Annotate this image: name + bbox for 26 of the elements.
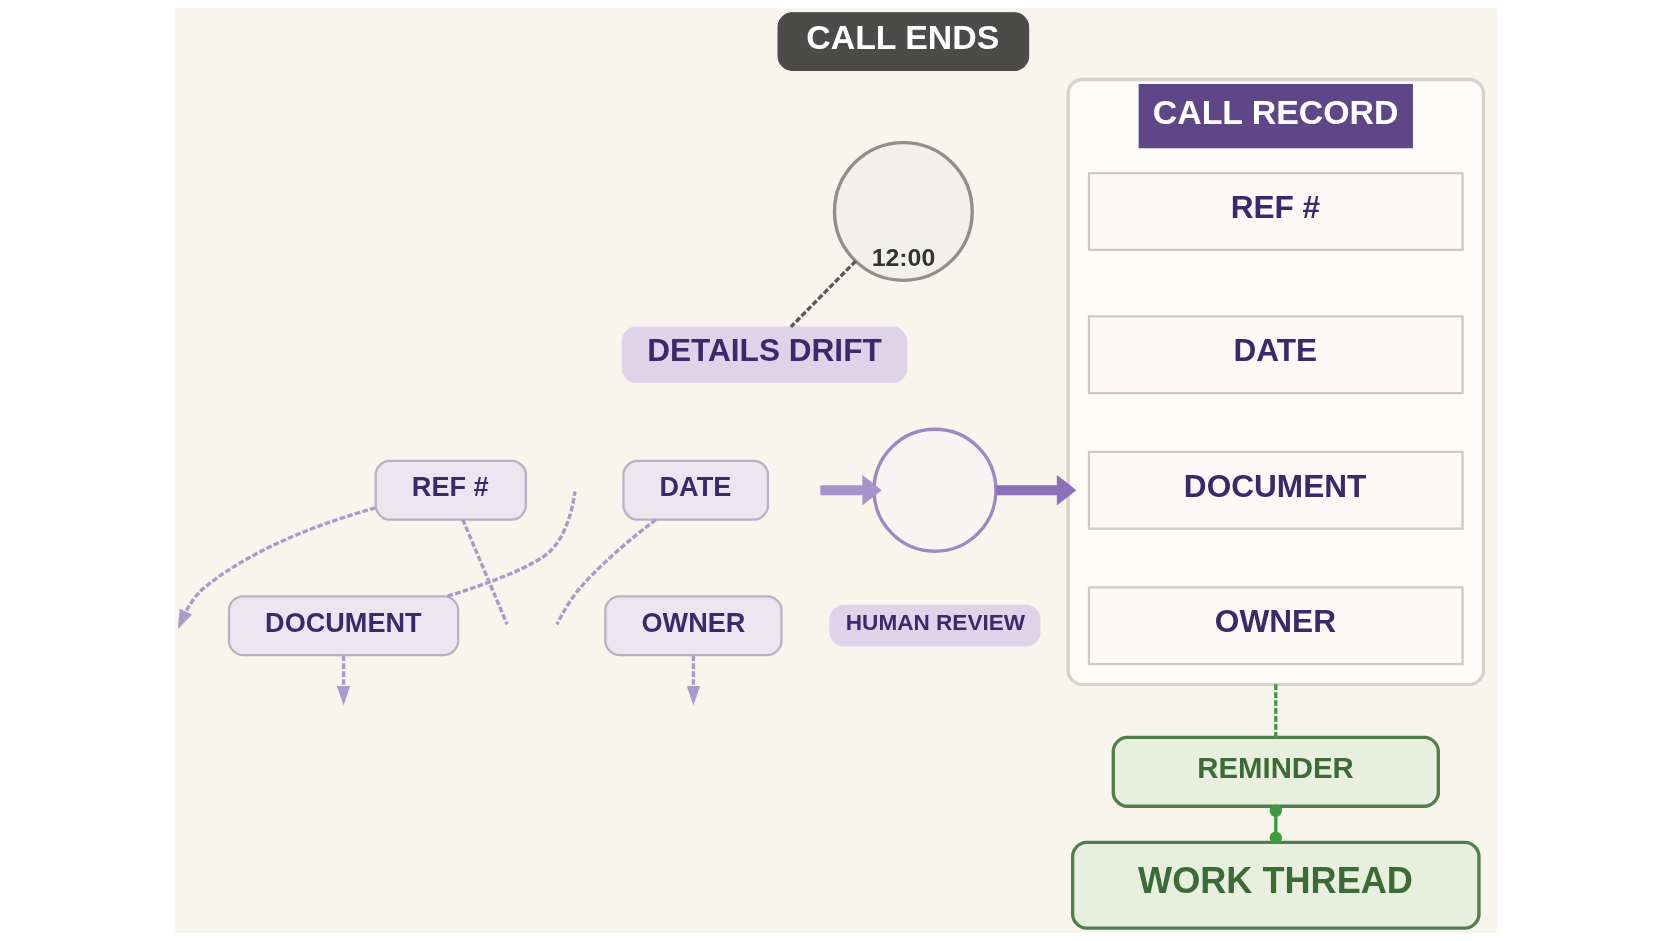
arrow <box>686 655 701 706</box>
node-box: DOCUMENT <box>227 595 460 657</box>
node-box: DATE <box>622 459 770 521</box>
arrow <box>336 655 351 706</box>
node-box: OWNER <box>1087 586 1464 666</box>
arrow <box>177 506 376 630</box>
node-box: REF # <box>1087 172 1464 251</box>
node-circle <box>872 427 998 553</box>
connector <box>1269 804 1282 844</box>
node-box: REMINDER <box>1111 735 1440 808</box>
node-box: DOCUMENT <box>1087 450 1464 530</box>
node-box: REF # <box>374 459 527 521</box>
connector <box>461 518 509 626</box>
node-box: DETAILS DRIFT <box>621 326 908 384</box>
node-box: DATE <box>1087 315 1464 395</box>
node-box: HUMAN REVIEW <box>829 604 1041 647</box>
connector <box>789 260 857 329</box>
connector <box>555 518 657 626</box>
connector <box>1274 684 1278 738</box>
node-circle: 12:00 <box>832 140 974 283</box>
node-box: WORK THREAD <box>1070 840 1481 930</box>
arrow <box>820 474 882 506</box>
node-box: OWNER <box>604 595 783 657</box>
connector <box>447 491 577 598</box>
arrow <box>996 474 1077 506</box>
node-box: CALL ENDS <box>777 12 1030 71</box>
